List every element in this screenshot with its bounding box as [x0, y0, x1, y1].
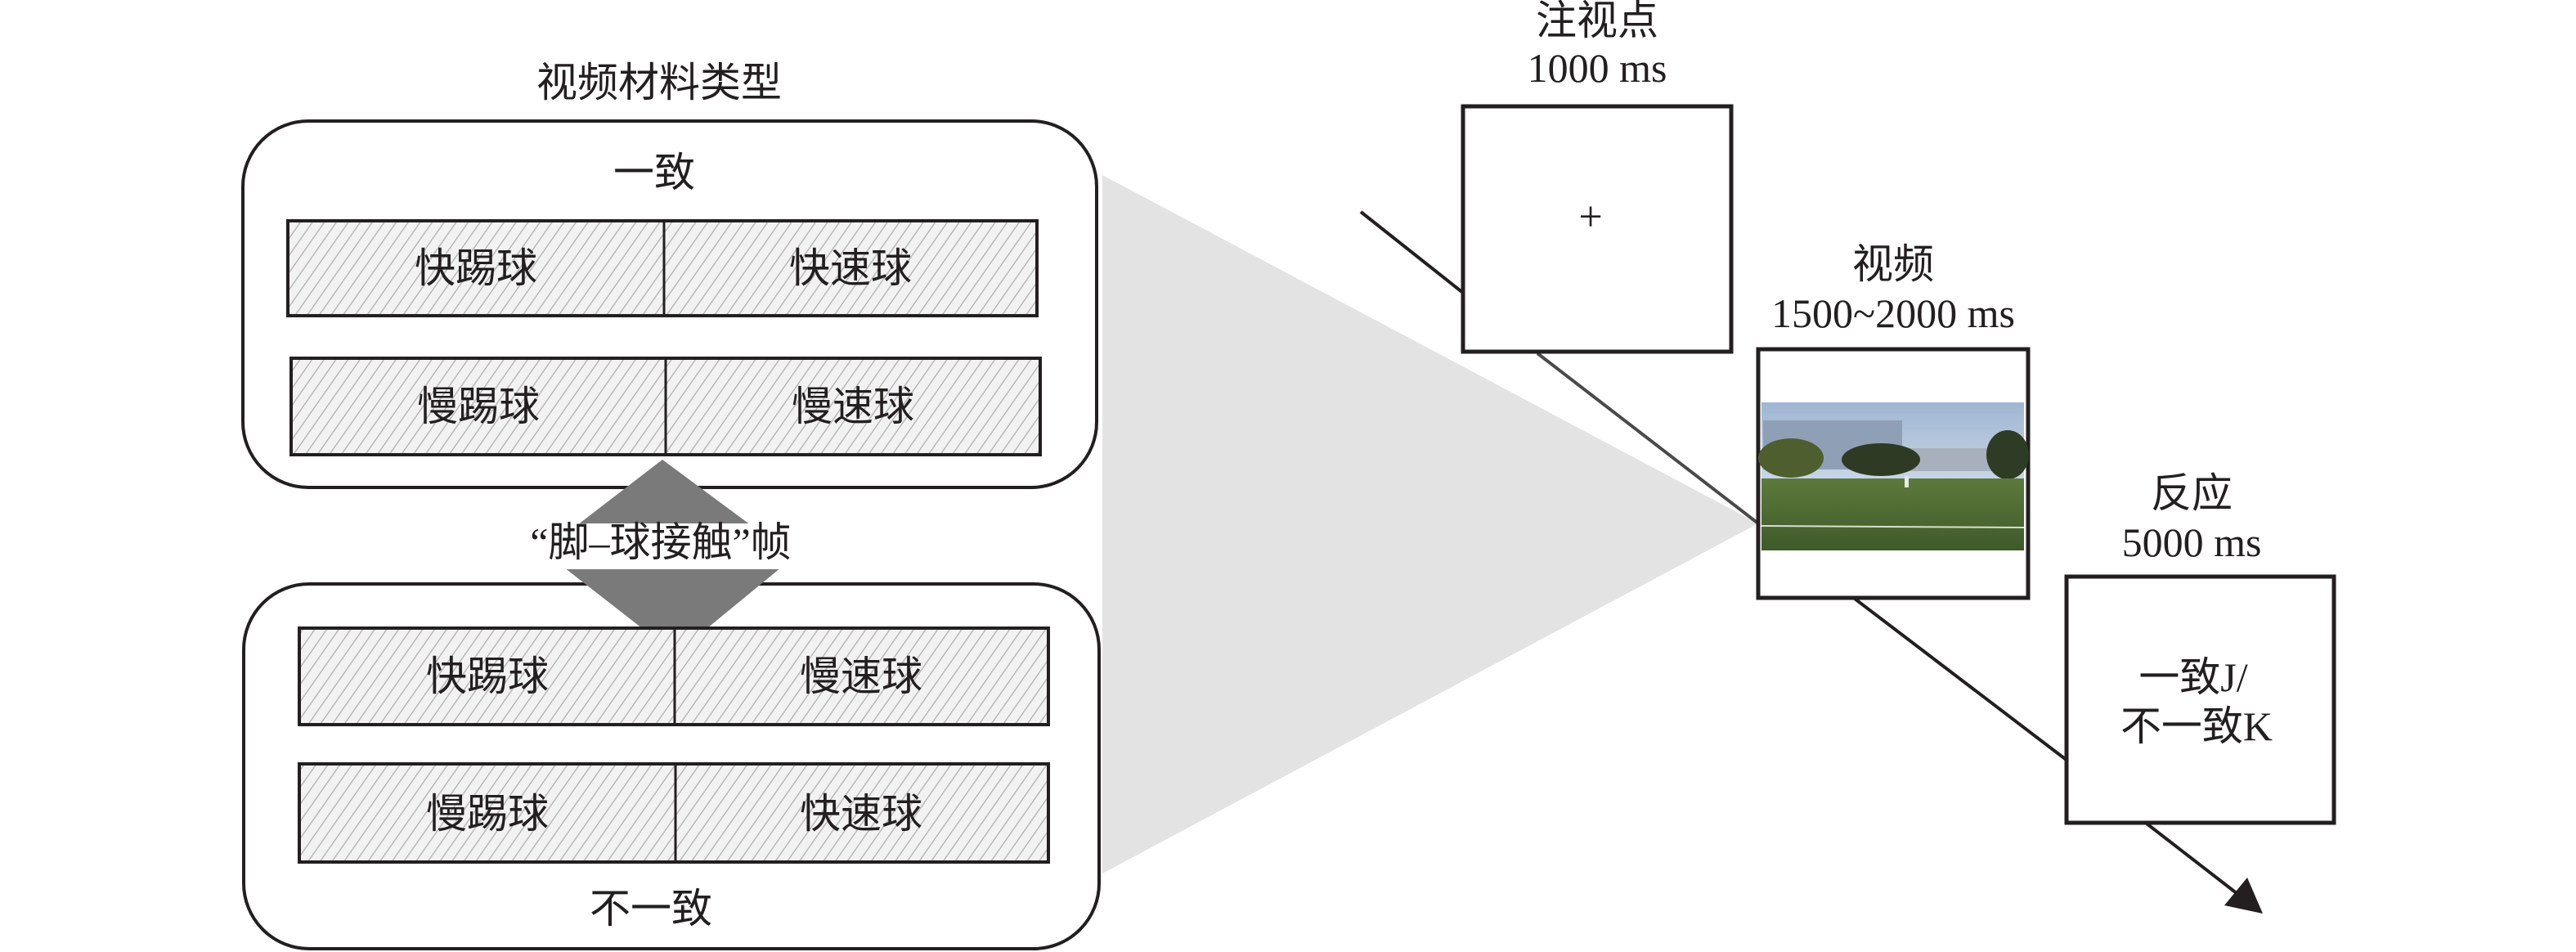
response-option-consistent: 一致J/ — [2138, 654, 2247, 700]
video-duration: 1500~2000 ms — [1771, 290, 2015, 336]
consistent-label: 一致 — [613, 150, 695, 195]
cell-ball: 慢速球 — [800, 653, 922, 699]
cell-ball: 慢速球 — [792, 384, 914, 429]
response-duration: 5000 ms — [2122, 519, 2262, 565]
video-title: 视频 — [1852, 241, 1934, 287]
inconsistent-row-2: 慢踢球 快速球 — [298, 762, 1050, 864]
response-title: 反应 — [2151, 470, 2233, 516]
projection-wedge — [1102, 175, 1758, 873]
cell-ball: 快速球 — [789, 245, 912, 291]
response-screen — [2064, 574, 2336, 825]
timeline-line — [1853, 597, 2069, 762]
timeline-line — [2145, 822, 2242, 898]
material-types-title: 视频材料类型 — [536, 60, 782, 106]
consistent-row-2: 慢踢球 慢速球 — [289, 357, 1042, 456]
fixation-title: 注视点 — [1536, 0, 1658, 43]
cell-ball: 快速球 — [800, 791, 922, 837]
diamond-bottom-icon — [564, 568, 781, 654]
fixation-screen — [1461, 104, 1734, 354]
inconsistent-label: 不一致 — [590, 886, 712, 932]
fixation-duration: 1000 ms — [1528, 45, 1667, 91]
cell-kick: 慢踢球 — [417, 384, 540, 429]
timeline-line — [1536, 352, 1760, 525]
inconsistent-row-1: 快踢球 慢速球 — [298, 626, 1050, 726]
fixation-cross-icon: + — [1578, 194, 1602, 240]
diamond-top-icon — [556, 460, 773, 541]
response-option-inconsistent: 不一致K — [2120, 703, 2273, 749]
consistent-row-1: 快踢球 快速球 — [286, 219, 1039, 317]
timeline-arrowhead-icon — [2224, 878, 2263, 914]
cell-kick: 慢踢球 — [426, 791, 549, 837]
video-frame-image — [1758, 402, 2029, 550]
timeline-line — [1359, 210, 1465, 294]
contact-frame-label: “脚–球接触”帧 — [530, 519, 791, 565]
cell-kick: 快踢球 — [426, 653, 549, 699]
cell-kick: 快踢球 — [415, 245, 537, 291]
